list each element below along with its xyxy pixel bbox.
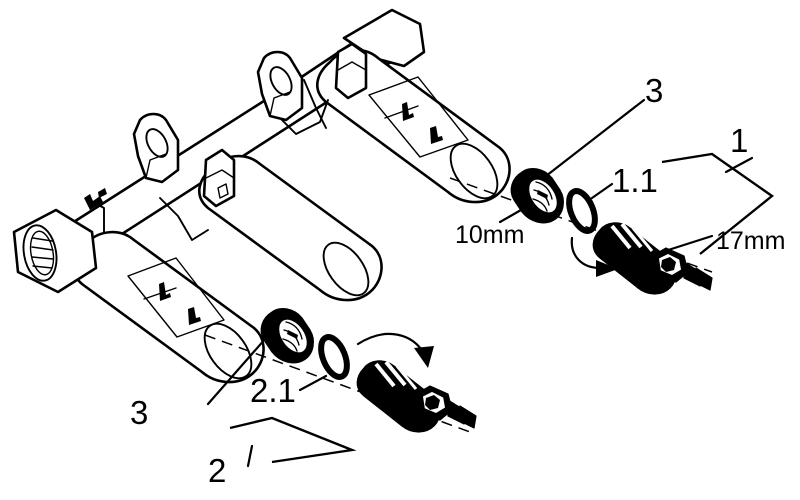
barrel-clip-lower-edge xyxy=(337,61,367,71)
callout-label-3-lower: 3 xyxy=(130,394,148,431)
mounting-lug-rear xyxy=(256,50,304,122)
lower-valve-barrel xyxy=(72,230,265,384)
assembly-direction-arrow-lower xyxy=(356,332,434,368)
lower-exploded-group xyxy=(260,308,477,433)
assembly-arrow-lower-curve xyxy=(356,332,426,356)
upper-barrel-marking-underline xyxy=(384,105,419,119)
assembly-arrow-upper-curve xyxy=(570,236,602,270)
leader-callout-3-upper xyxy=(544,98,646,178)
lower-barrel-body xyxy=(72,230,265,384)
barrel-clip-upper-body xyxy=(202,148,236,208)
cartridge-lower-ring-2 xyxy=(384,360,407,387)
callout-label-2: 2 xyxy=(208,452,226,489)
cartridge-upper-stem xyxy=(693,267,713,291)
callout-label-1-1: 1.1 xyxy=(612,162,658,199)
dimension-label-10mm: 10mm xyxy=(455,221,524,249)
inlet-port-bore xyxy=(29,230,55,276)
lower-barrel-label-plaque xyxy=(127,257,225,338)
mounting-lug-front-fillet xyxy=(145,153,167,179)
inlet-port-thread-lines xyxy=(31,237,54,269)
sealing-nut-upper-slot xyxy=(537,190,548,199)
valve-body-manifold xyxy=(12,8,511,384)
cartridge-lower-stem xyxy=(457,405,477,429)
upper-barrel-gusset-rib xyxy=(303,79,327,129)
callout-label-2-1: 2.1 xyxy=(250,372,296,409)
lower-barrel-marking-glyph-b xyxy=(188,307,201,325)
cartridge-upper xyxy=(592,222,713,295)
leader-dim-17mm xyxy=(660,234,714,254)
bracket-callout-2 xyxy=(229,416,357,464)
barrel-clip-lower-body xyxy=(334,42,368,100)
mounting-lug-front-hole xyxy=(145,128,169,158)
middle-barrel-open-end xyxy=(322,241,370,297)
assembly-arrow-lower-head xyxy=(414,346,434,368)
body-stamp-marking xyxy=(84,194,103,210)
o-ring-lower-torus xyxy=(318,334,350,380)
mounting-lug-front-body xyxy=(132,112,180,184)
o-ring-upper-torus xyxy=(566,188,598,234)
lower-barrel-gusset xyxy=(159,197,209,241)
barrel-clip-upper xyxy=(202,148,236,208)
barrel-clip-lower xyxy=(334,42,368,100)
cartridge-upper-hex-inner xyxy=(661,257,676,272)
inlet-port-rim xyxy=(22,224,58,282)
upper-barrel-marking-glyph-a xyxy=(402,102,414,121)
cartridge-upper-ring-1 xyxy=(610,224,632,250)
cartridge-lower-ring-1 xyxy=(374,362,396,388)
sealing-nut-lower-slot xyxy=(287,330,298,339)
mounting-lug-rear-hole xyxy=(269,66,293,96)
upper-barrel-label-plaque xyxy=(368,76,469,158)
middle-valve-barrel xyxy=(198,154,383,302)
upper-barrel-marking-glyph-b xyxy=(430,126,443,144)
cartridge-upper-body xyxy=(592,222,677,295)
cartridge-lower-ring-3 xyxy=(395,365,418,390)
cartridge-lower-body xyxy=(356,360,441,433)
barrel-clip-upper-detail xyxy=(217,183,229,199)
lower-barrel-open-end xyxy=(203,322,253,380)
assembly-arrow-upper-head xyxy=(596,260,618,277)
callout-label-3-upper: 3 xyxy=(645,72,663,109)
mounting-lug-rear-body xyxy=(256,50,304,122)
leader-callout-1-1 xyxy=(590,182,614,200)
dimension-label-17mm: 17mm xyxy=(716,227,785,255)
cartridge-lower-hex-inner xyxy=(425,395,440,410)
mounting-lug-rear-fillet xyxy=(269,91,291,117)
o-ring-lower xyxy=(318,334,350,380)
body-stamp-marking-dot xyxy=(98,188,107,198)
leader-dim-10mm xyxy=(498,204,530,224)
leader-callout-2-1 xyxy=(298,374,328,392)
cartridge-lower xyxy=(356,360,477,433)
sealing-nut-lower xyxy=(260,308,314,364)
sealing-nut-upper xyxy=(510,168,564,224)
bracket-1-tick xyxy=(724,156,754,174)
callout-label-1: 1 xyxy=(730,122,748,159)
middle-barrel-body xyxy=(198,154,383,302)
assembly-direction-arrow-upper xyxy=(570,236,618,277)
threaded-inlet-port xyxy=(12,188,107,294)
lower-barrel-marking-underline xyxy=(143,287,177,300)
leader-callout-3-lower xyxy=(206,320,282,406)
o-ring-upper xyxy=(566,188,598,234)
cartridge-upper-ring-2 xyxy=(620,222,643,249)
bracket-2-tick xyxy=(246,444,254,468)
upper-assembly-centerline xyxy=(449,177,713,273)
barrel-clip-upper-edge xyxy=(205,169,235,179)
bracket-callout-1 xyxy=(661,152,774,255)
cartridge-upper-ring-3 xyxy=(631,227,654,252)
mounting-lug-front xyxy=(132,112,180,184)
